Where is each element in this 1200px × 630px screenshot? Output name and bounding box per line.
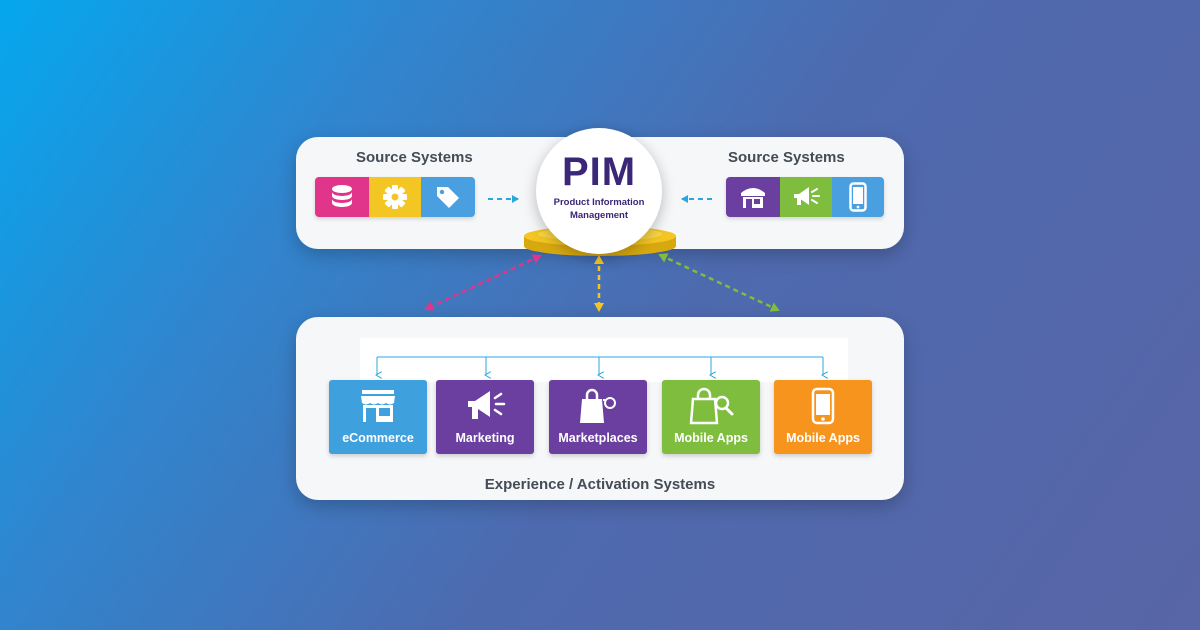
pink-bidirectional-arrow [424, 254, 542, 311]
source-tile-store [726, 177, 780, 217]
source-systems-right-title: Source Systems [728, 149, 845, 166]
distribution-bracket [377, 356, 823, 375]
green-bidirectional-arrow [658, 253, 780, 312]
tile-label-mobile-apps-2: Mobile Apps [786, 431, 860, 445]
megaphone-icon [794, 187, 820, 205]
source-systems-left-title: Source Systems [356, 149, 473, 166]
pim-title: PIM [561, 150, 637, 194]
tile-marketplaces: Marketplaces [549, 380, 647, 454]
source-tile-database [315, 177, 369, 217]
tile-marketing: Marketing [436, 380, 534, 454]
store-icon [741, 188, 765, 208]
tile-label-marketing: Marketing [455, 431, 515, 445]
storefront-icon [361, 390, 395, 422]
source-tile-megaphone [780, 177, 832, 217]
distribution-bracket-area [360, 338, 848, 382]
smartphone-icon [811, 387, 835, 425]
source-tile-gear [369, 177, 421, 217]
gear-icon [383, 185, 407, 209]
bag-search-icon [689, 387, 734, 425]
tag-icon [437, 187, 459, 208]
source-tile-smartphone [832, 177, 884, 217]
source-systems-left-icons [315, 177, 475, 217]
tile-mobile-apps-1: Mobile Apps [662, 380, 760, 454]
megaphone-icon [468, 391, 506, 419]
tile-ecommerce: eCommerce [329, 380, 427, 454]
pim-subtitle: Product Information Management [553, 197, 645, 221]
source-tile-tag [421, 177, 475, 217]
tile-label-ecommerce: eCommerce [342, 431, 414, 445]
shopping-bag-icon [580, 388, 616, 423]
tile-mobile-apps-2: Mobile Apps [774, 380, 872, 454]
tile-label-marketplaces: Marketplaces [558, 431, 638, 445]
source-systems-right-icons [726, 177, 884, 217]
activation-systems-title: Experience / Activation Systems [484, 476, 716, 493]
tile-label-mobile-apps-1: Mobile Apps [674, 431, 748, 445]
pim-hub: PIM Product Information Management [536, 128, 662, 254]
smartphone-icon [849, 182, 867, 212]
database-icon [332, 185, 352, 207]
